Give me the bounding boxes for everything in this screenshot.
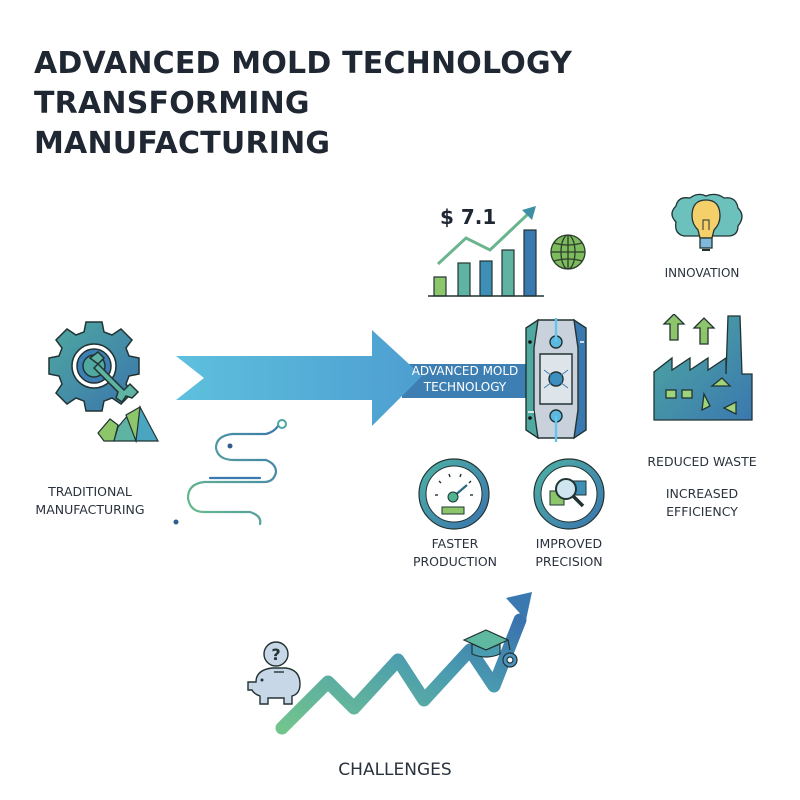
mold-device-icon	[518, 318, 594, 442]
globe-icon	[548, 232, 588, 272]
page-title: ADVANCED MOLD TECHNOLOGY TRANSFORMING MA…	[34, 44, 572, 164]
label-line: ADVANCED MOLD	[411, 364, 519, 378]
label-line: TECHNOLOGY	[423, 380, 507, 394]
market-value: $ 7.1	[440, 205, 497, 229]
increased-efficiency-label: INCREASED EFFICIENCY	[632, 485, 772, 521]
label-line: INCREASED	[665, 486, 739, 501]
title-line-2: TRANSFORMING	[34, 86, 310, 121]
gear-wrench-icon	[46, 318, 146, 418]
speedometer-icon	[415, 455, 493, 533]
factory-recycle-icon	[652, 314, 756, 426]
title-line-3: MANUFACTURING	[34, 126, 331, 161]
magnifier-icon	[530, 455, 608, 533]
graduation-cap-gear-icon	[462, 626, 526, 672]
improved-precision-label: IMPROVED PRECISION	[514, 535, 624, 571]
label-line: EFFICIENCY	[666, 504, 738, 519]
label-line: IMPROVED	[535, 536, 603, 551]
title-line-1: ADVANCED MOLD TECHNOLOGY	[34, 46, 573, 81]
label-line: MANUFACTURING	[35, 502, 145, 517]
zigzag-growth-arrow-icon	[270, 590, 540, 740]
winding-path-icon	[170, 418, 290, 528]
svg-text:?: ?	[271, 645, 280, 664]
arrow-label: ADVANCED MOLD TECHNOLOGY	[400, 363, 530, 395]
label-line: TRADITIONAL	[48, 484, 132, 499]
traditional-manufacturing-label: TRADITIONAL MANUFACTURING	[20, 483, 160, 519]
reduced-waste-label: REDUCED WASTE	[647, 454, 757, 469]
label-line: PRECISION	[535, 554, 603, 569]
pyramid-blocks-icon	[96, 405, 166, 445]
transformation-arrow	[176, 330, 596, 430]
brain-lightbulb-icon	[666, 192, 746, 254]
challenges-label: CHALLENGES	[338, 760, 452, 780]
label-line: FASTER	[431, 536, 479, 551]
bar-chart-growth-icon	[424, 200, 548, 300]
label-line: PRODUCTION	[412, 554, 498, 569]
faster-production-label: FASTER PRODUCTION	[400, 535, 510, 571]
piggy-bank-question-icon: ?	[246, 640, 304, 706]
innovation-label: INNOVATION	[664, 266, 740, 280]
